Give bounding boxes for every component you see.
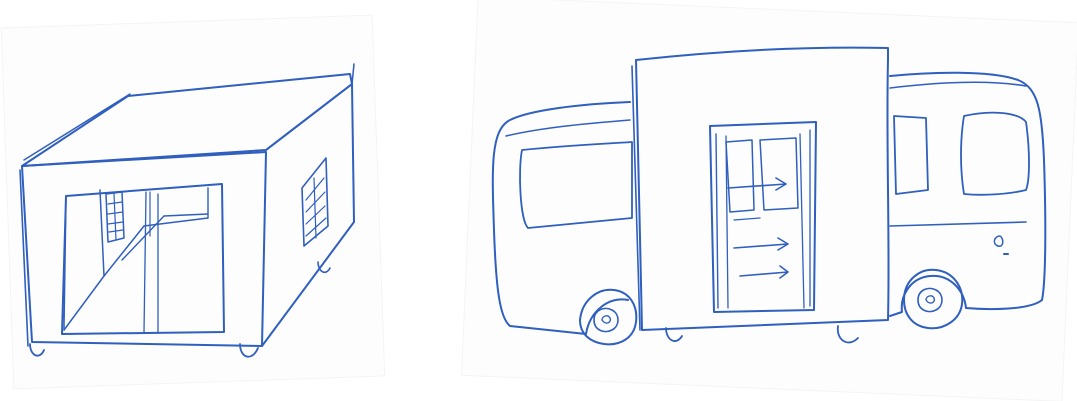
enclosure-sketch bbox=[0, 0, 400, 394]
enclosure-doorway bbox=[62, 184, 224, 334]
arrow-lower bbox=[740, 266, 788, 278]
bus-door-handle bbox=[994, 236, 1002, 246]
bus-right-window-1 bbox=[894, 116, 928, 194]
arrow-upper bbox=[728, 178, 786, 190]
bus-center-wheel-right bbox=[838, 326, 858, 342]
interior-window-left bbox=[726, 140, 754, 212]
bus-left-window bbox=[520, 142, 632, 228]
interior-window-right bbox=[760, 138, 798, 210]
arrow-middle bbox=[734, 238, 788, 250]
bus-sketch-panel bbox=[470, 0, 1077, 394]
enclosure-side-face bbox=[262, 84, 354, 346]
front-left-wheel bbox=[30, 344, 44, 356]
bus-right-wheel bbox=[904, 270, 962, 328]
bus-left-wheel bbox=[580, 290, 636, 345]
bus-left-body bbox=[493, 102, 630, 334]
bus-right-window-2 bbox=[961, 113, 1029, 195]
enclosure-top-face bbox=[22, 74, 352, 166]
bus-center-wheel-left bbox=[666, 328, 682, 341]
bus-sketch bbox=[470, 0, 1077, 394]
enclosure-sketch-panel bbox=[0, 0, 400, 394]
